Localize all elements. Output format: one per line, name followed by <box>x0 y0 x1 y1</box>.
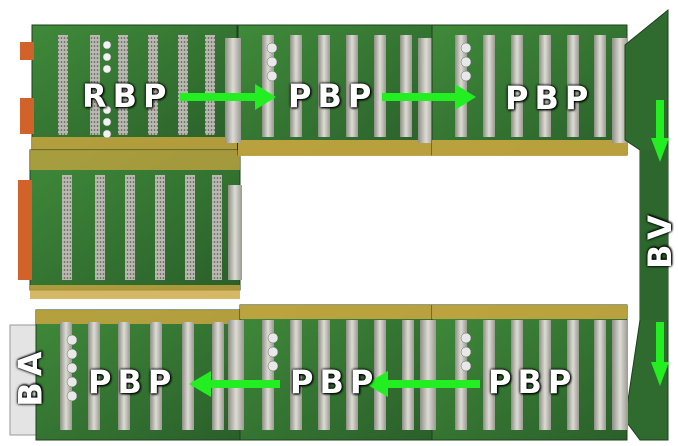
label-rbp: RBP <box>82 77 173 115</box>
rbp-board <box>20 24 239 151</box>
pbp-board-bottom-left <box>9 309 242 441</box>
middle-left-board <box>18 149 242 299</box>
arrow-pbp-to-pbp-top <box>382 84 476 110</box>
arrow-rbp-to-pbp <box>180 84 276 110</box>
rbp-connector-slots <box>58 35 215 135</box>
label-pbp-top-middle: PBP <box>288 77 378 115</box>
label-ba: BA <box>11 345 50 407</box>
pbp-board-top-middle <box>225 24 434 156</box>
pbp-board-bottom-right <box>420 304 628 441</box>
arrow-pbp-to-pbp-bottom <box>366 371 480 397</box>
label-pbp-bottom-middle: PBP <box>290 363 380 401</box>
label-pbp-top-right: PBP <box>505 79 595 117</box>
arrow-pbp-to-ba-bottom <box>189 371 280 397</box>
label-bv: BV <box>640 209 678 269</box>
label-pbp-bottom-right: PBP <box>488 363 578 401</box>
pbp-board-bottom-middle <box>228 304 436 441</box>
arrow-bv-down-upper <box>651 100 669 162</box>
arrow-bv-down-lower <box>651 322 669 386</box>
label-pbp-bottom-left: PBP <box>88 363 178 401</box>
